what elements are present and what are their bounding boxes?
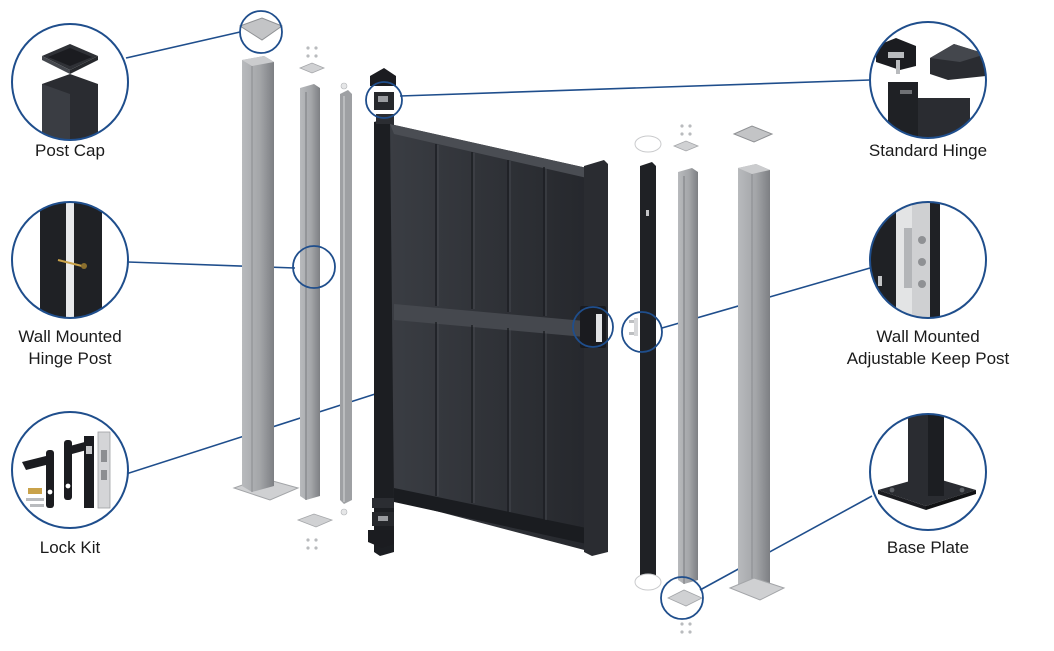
right-channel-post-assembly xyxy=(667,124,703,634)
leader-standard-hinge xyxy=(399,79,871,97)
hinge-post-spacer-strip xyxy=(340,90,352,504)
label-post-cap: Post Cap xyxy=(20,140,120,162)
gate-leaf xyxy=(368,68,608,556)
highlight-base-plate xyxy=(660,576,704,620)
left-post-cap xyxy=(238,17,284,41)
label-standard-hinge-line-1: Standard Hinge xyxy=(868,141,988,160)
detail-standard-hinge xyxy=(869,21,987,139)
label-post-cap-line-1: Post Cap xyxy=(35,141,105,160)
right-post-assembly xyxy=(728,125,786,601)
left-post xyxy=(242,56,274,492)
detail-lock-kit xyxy=(11,411,129,529)
right-channel-base-plate xyxy=(667,589,703,607)
label-lock-kit-line-1: Lock Kit xyxy=(39,538,101,557)
wall-mounted-hinge-post xyxy=(300,84,320,500)
gate-lock xyxy=(580,306,606,348)
highlight-keep-post xyxy=(621,311,663,353)
hinge-post-bottom-plate xyxy=(296,513,334,528)
label-hinge-post-line-1: Wall Mounted xyxy=(18,327,122,346)
label-keep-post-line-2: Adjustable Keep Post xyxy=(846,349,1010,368)
label-hinge-post-line-2: Hinge Post xyxy=(28,349,112,368)
label-base-plate-line-1: Base Plate xyxy=(886,538,970,557)
right-post xyxy=(738,164,770,596)
left-hinge-post-assembly xyxy=(296,46,352,550)
highlight-circles xyxy=(239,10,704,620)
label-wall-mounted-hinge-post: Wall Mounted Hinge Post xyxy=(0,326,140,370)
left-post-assembly xyxy=(232,17,300,501)
right-post-base-plate xyxy=(728,577,786,601)
highlight-hinge-post xyxy=(292,245,336,289)
gate-bottom-hinge xyxy=(368,498,394,548)
leader-post-cap xyxy=(125,31,241,59)
label-lock-kit: Lock Kit xyxy=(20,537,120,559)
hinge-post-top-plate xyxy=(298,62,326,74)
right-keep-post-assembly xyxy=(629,135,662,591)
detail-wall-mounted-hinge-post xyxy=(11,201,129,319)
adjustable-keep-strip xyxy=(640,162,656,588)
gate-top-hinge xyxy=(370,68,396,124)
right-channel-post xyxy=(678,168,698,584)
detail-wall-mounted-adjustable-keep-post xyxy=(869,201,987,319)
gate-panel xyxy=(390,124,604,552)
highlight-standard-hinge xyxy=(365,81,403,119)
detail-base-plate xyxy=(869,413,987,531)
label-wall-mounted-adjustable-keep-post: Wall Mounted Adjustable Keep Post xyxy=(828,326,1028,370)
label-base-plate: Base Plate xyxy=(868,537,988,559)
label-keep-post-line-1: Wall Mounted xyxy=(876,327,980,346)
leader-base-plate xyxy=(699,495,873,591)
highlight-lock xyxy=(572,306,614,348)
detail-post-cap xyxy=(11,23,129,141)
highlight-post-cap xyxy=(239,10,283,54)
right-post-cap xyxy=(732,125,774,143)
label-standard-hinge: Standard Hinge xyxy=(858,140,998,162)
